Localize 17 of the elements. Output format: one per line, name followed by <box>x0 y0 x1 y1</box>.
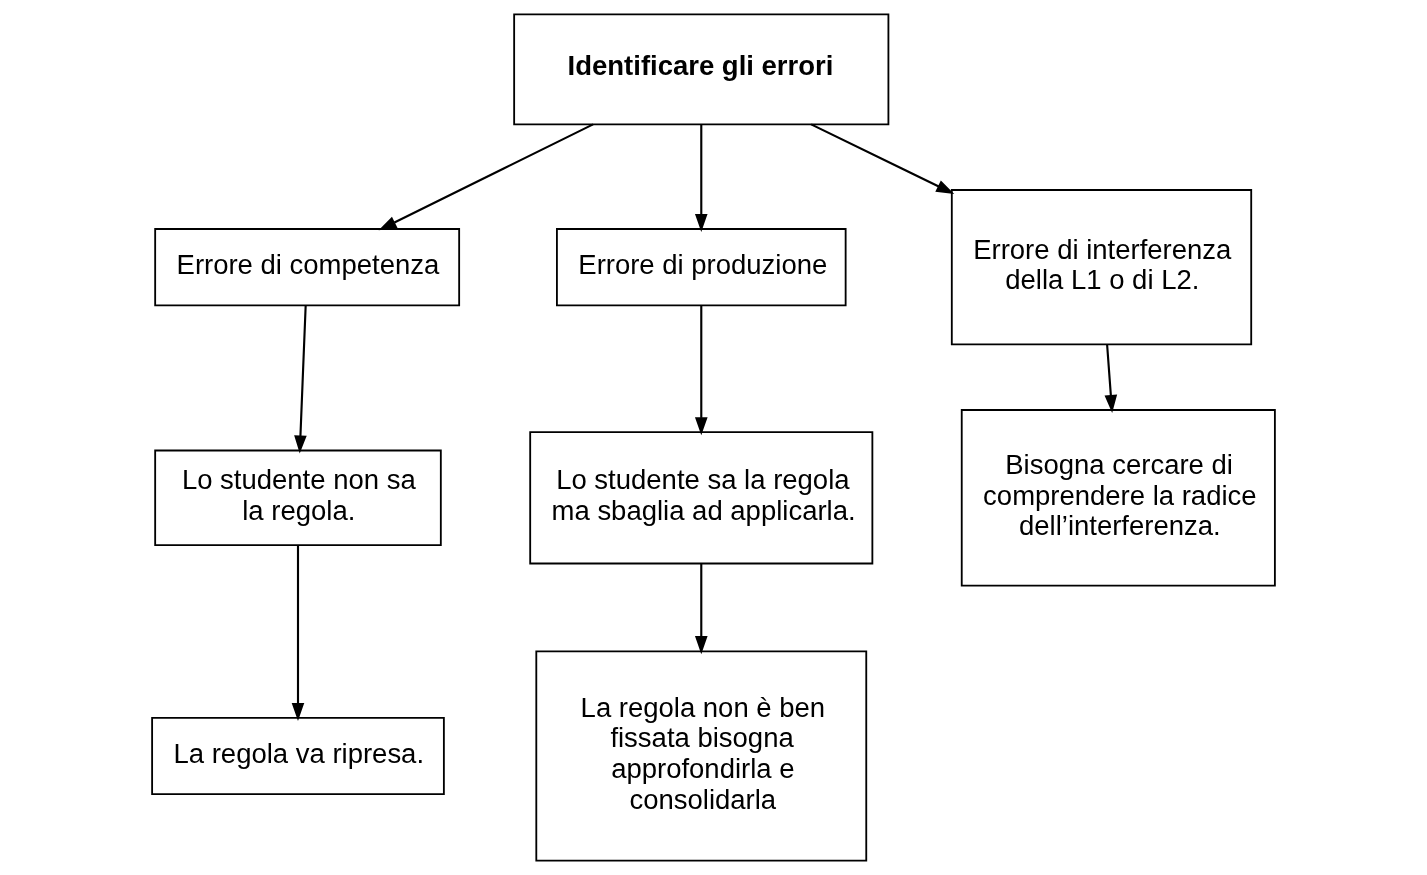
arrow <box>1104 344 1118 414</box>
node-box: Errore di produzione <box>556 228 847 307</box>
arrow <box>694 305 708 436</box>
arrow <box>378 123 594 231</box>
arrow <box>294 305 307 454</box>
node-box: Lo studente sa la regola ma sbaglia ad applicarla. <box>529 431 874 565</box>
arrow <box>291 545 305 721</box>
node-box: Errore di competenza <box>154 228 461 307</box>
node-box: Lo studente non sa la regola. <box>154 449 442 547</box>
arrow <box>810 123 955 194</box>
arrow <box>694 563 708 655</box>
node-box: Bisogna cercare di comprendere la radice dell’interferenza. <box>960 409 1276 587</box>
node-box: La regola va ripresa. <box>151 716 445 796</box>
arrow <box>694 124 708 232</box>
node-box: Identificare gli errori <box>513 13 890 126</box>
node-box: Errore di interferenza della L1 o di L2. <box>950 189 1253 346</box>
node-box: La regola non è ben fissata bisogna approfondirla e consolidarla <box>535 650 868 862</box>
